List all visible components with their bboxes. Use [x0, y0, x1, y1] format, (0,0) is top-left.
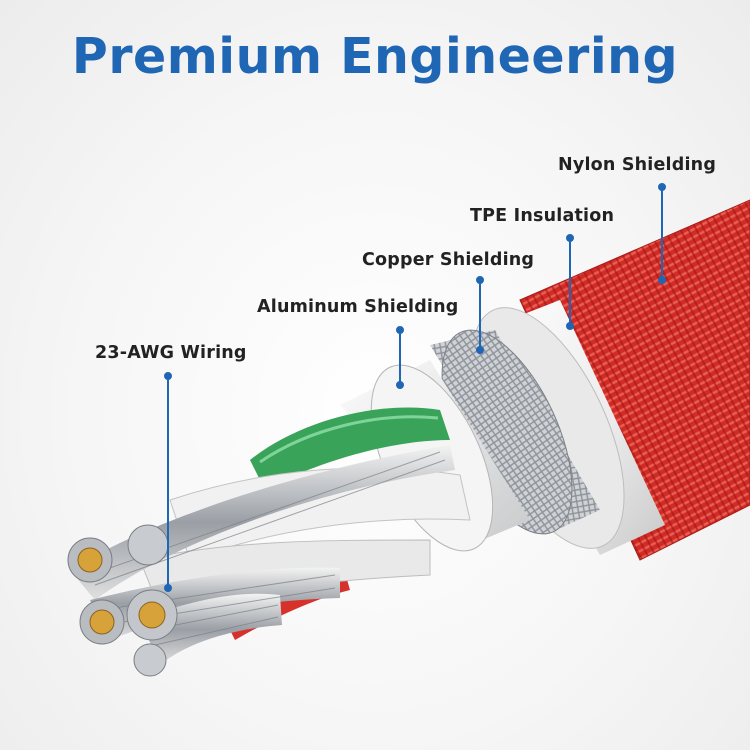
callout-label-aluminum-shielding: Aluminum Shielding [257, 297, 459, 317]
page-title: Premium Engineering [71, 28, 679, 85]
callout-dot-nylon [658, 183, 666, 191]
callout-end-awg [164, 584, 172, 592]
callout-dot-tpe [566, 234, 574, 242]
callout-end-tpe [566, 322, 574, 330]
callout-label-tpe-insulation: TPE Insulation [470, 206, 615, 226]
callout-dot-awg [164, 372, 172, 380]
callout-label-nylon-shielding: Nylon Shielding [558, 155, 717, 175]
green-wire [250, 407, 450, 490]
callout-dot-copper [476, 276, 484, 284]
callout-end-nylon [658, 276, 666, 284]
callout-end-aluminum [396, 381, 404, 389]
copper-core-ends [67, 524, 178, 677]
callout-label-23-awg-wiring: 23-AWG Wiring [95, 343, 247, 363]
callout-dot-aluminum [396, 326, 404, 334]
copper-shielding-mesh [430, 329, 600, 535]
callout-label-copper-shielding: Copper Shielding [362, 250, 535, 270]
callout-lines [164, 183, 666, 592]
callout-end-copper [476, 346, 484, 354]
